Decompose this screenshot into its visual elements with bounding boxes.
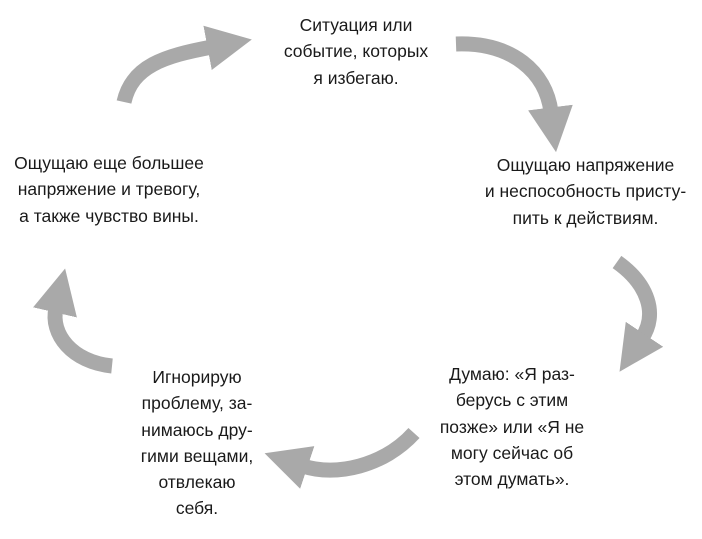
node-increased-anxiety-guilt: Ощущаю еще большее напряжение и тревогу,… [14,153,204,226]
arrow-bottom-left-to-left-icon [33,268,114,374]
arrow-left-to-top-icon [116,25,252,105]
arrow-bottom-right-to-bottom-left-icon [264,427,420,489]
node-tension-inability-to-act: Ощущаю напряжение и неспособность присту… [484,155,687,228]
node-ignoring-distraction: Игнорирую проблему, за- нимаюсь дру- гим… [140,367,254,519]
node-avoided-situation: Ситуация или событие, которых я избегаю. [283,15,429,88]
node-procrastinating-thought: Думаю: «Я раз- берусь с этим позже» или … [439,364,585,489]
arrow-right-to-bottom-right-icon [612,255,664,372]
arrow-top-to-right-icon [455,36,573,153]
